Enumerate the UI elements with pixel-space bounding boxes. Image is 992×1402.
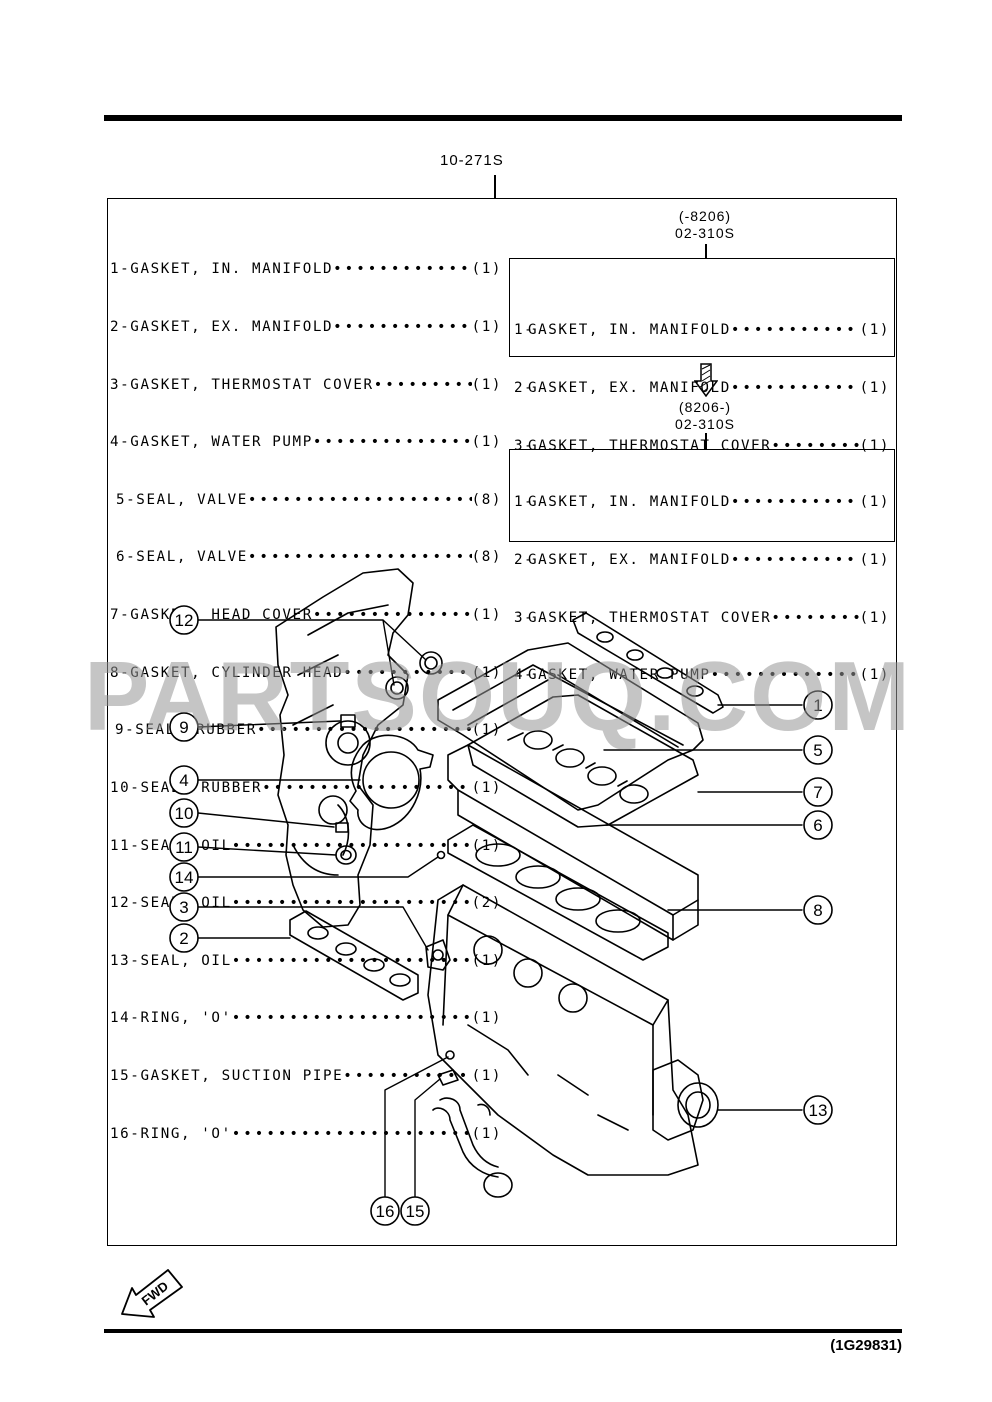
kit2-leader xyxy=(705,433,707,449)
rubber-seal-10-drawing xyxy=(335,822,349,833)
kit2-range: (8206-) xyxy=(678,399,732,415)
list-item: 1-GASKET, IN. MANIFOLD••••••••••••••••••… xyxy=(514,322,890,339)
callout-1: 1 xyxy=(803,690,833,720)
list-item: 15-GASKET, SUCTION PIPE•••••••••••••••••… xyxy=(110,1067,502,1084)
svg-text:3: 3 xyxy=(179,898,188,917)
oil-seal-12-drawing xyxy=(385,651,443,700)
top-rule xyxy=(104,115,902,121)
svg-text:10: 10 xyxy=(175,804,194,823)
valve-seal-drawing xyxy=(507,730,649,804)
o-ring-14-drawing xyxy=(436,850,446,860)
supersede-arrow-icon xyxy=(694,363,718,397)
svg-text:1: 1 xyxy=(813,696,822,715)
callout-4: 4 xyxy=(169,765,199,795)
list-item: 3-GASKET, THERMOSTAT COVER••••••••••••••… xyxy=(110,376,502,393)
water-pump-gasket-drawing xyxy=(349,734,434,831)
o-ring-16-drawing xyxy=(445,1050,455,1060)
svg-text:5: 5 xyxy=(813,741,822,760)
list-item: 13-SEAL, OIL••••••••••••••••••••••••••••… xyxy=(110,952,502,969)
callout-5: 5 xyxy=(803,735,833,765)
list-item: 4-GASKET, WATER PUMP••••••••••••••••••••… xyxy=(110,434,502,451)
head-cover-gasket-drawing xyxy=(467,694,699,828)
forward-arrow-icon: FWD xyxy=(121,1269,183,1318)
callout-7: 7 xyxy=(803,777,833,807)
kit1-header: (-8206) 02-310S xyxy=(640,208,770,242)
list-item: 3-GASKET, THERMOSTAT COVER••••••••••••••… xyxy=(514,609,890,626)
callout-12: 12 xyxy=(169,605,199,635)
parts-list: 1-GASKET, IN. MANIFOLD••••••••••••••••••… xyxy=(110,222,502,1163)
svg-text:6: 6 xyxy=(813,816,822,835)
catalog-code: (1G29831) xyxy=(830,1337,902,1354)
callout-leaders xyxy=(197,619,803,1198)
list-item: 5-SEAL, VALVE•••••••••••••••••••••••••••… xyxy=(116,491,502,508)
list-item: 1-GASKET, IN. MANIFOLD••••••••••••••••••… xyxy=(514,494,890,511)
head-cover-drawing xyxy=(437,642,704,811)
rubber-seal-9-drawing xyxy=(340,714,356,728)
kit1-ref: 02-310S xyxy=(675,225,735,241)
svg-text:4: 4 xyxy=(179,771,188,790)
callout-16: 16 xyxy=(370,1196,400,1226)
svg-text:9: 9 xyxy=(179,718,188,737)
callout-11: 11 xyxy=(169,832,199,862)
list-item: 8-GASKET, CYLINDER HEAD•••••••••••••••••… xyxy=(110,664,502,681)
timing-cover-drawing xyxy=(275,568,414,928)
svg-text:16: 16 xyxy=(376,1202,395,1221)
list-item: 2-GASKET, EX. MANIFOLD••••••••••••••••••… xyxy=(514,552,890,569)
kit1-box: 1-GASKET, IN. MANIFOLD••••••••••••••••••… xyxy=(509,258,895,454)
svg-text:2: 2 xyxy=(179,929,188,948)
diagram-frame xyxy=(107,198,897,1246)
kit1-range: (-8206) xyxy=(678,208,732,224)
svg-text:11: 11 xyxy=(175,838,193,857)
oil-strainer-drawing xyxy=(432,1097,513,1198)
list-item: 4-GASKET, WATER PUMP••••••••••••••••••••… xyxy=(514,667,890,684)
callout-2: 2 xyxy=(169,923,199,953)
list-item: 1-GASKET, IN. MANIFOLD••••••••••••••••••… xyxy=(110,261,502,278)
svg-text:12: 12 xyxy=(175,611,194,630)
callout-9: 9 xyxy=(169,712,199,742)
cylinder-head-drawing xyxy=(447,744,699,941)
kit2-header: (8206-) 02-310S xyxy=(640,399,770,433)
reference-leader xyxy=(494,175,496,199)
callout-10: 10 xyxy=(169,798,199,828)
callout-8: 8 xyxy=(803,895,833,925)
intake-manifold-gasket-drawing xyxy=(572,612,724,714)
callout-13: 13 xyxy=(803,1095,833,1125)
list-item: 14-RING, 'O'••••••••••••••••••••••••••••… xyxy=(110,1010,502,1027)
kit1-leader xyxy=(705,244,707,258)
callout-14: 14 xyxy=(169,862,199,892)
callout-6: 6 xyxy=(803,810,833,840)
callout-3: 3 xyxy=(169,892,199,922)
list-item: 2-GASKET, EX. MANIFOLD••••••••••••••••••… xyxy=(110,319,502,336)
head-gasket-drawing xyxy=(447,824,669,961)
suction-pipe-gasket-drawing xyxy=(437,1069,459,1086)
engine-exploded-diagram: 12 9 4 10 11 14 3 2 1 5 7 6 8 13 16 15 xyxy=(169,568,833,1226)
callout-15: 15 xyxy=(400,1196,430,1226)
kit2-ref: 02-310S xyxy=(675,416,735,432)
svg-text:15: 15 xyxy=(406,1202,425,1221)
svg-text:14: 14 xyxy=(175,868,194,887)
exhaust-manifold-gasket-drawing xyxy=(289,910,419,1001)
kit2-box: 1-GASKET, IN. MANIFOLD••••••••••••••••••… xyxy=(509,449,895,683)
reference-number: 10-271S xyxy=(440,152,504,169)
thermostat-gasket-drawing xyxy=(425,939,451,971)
svg-text:13: 13 xyxy=(809,1101,828,1120)
bottom-rule xyxy=(104,1329,902,1333)
svg-text:7: 7 xyxy=(813,783,822,802)
svg-text:8: 8 xyxy=(813,901,822,920)
rear-oil-seal-drawing xyxy=(652,1059,719,1141)
list-item: 2-GASKET, EX. MANIFOLD••••••••••••••••••… xyxy=(514,380,890,397)
list-item: 6-SEAL, VALVE•••••••••••••••••••••••••••… xyxy=(116,549,502,566)
list-item: 16-RING, 'O'••••••••••••••••••••••••••••… xyxy=(110,1125,502,1142)
